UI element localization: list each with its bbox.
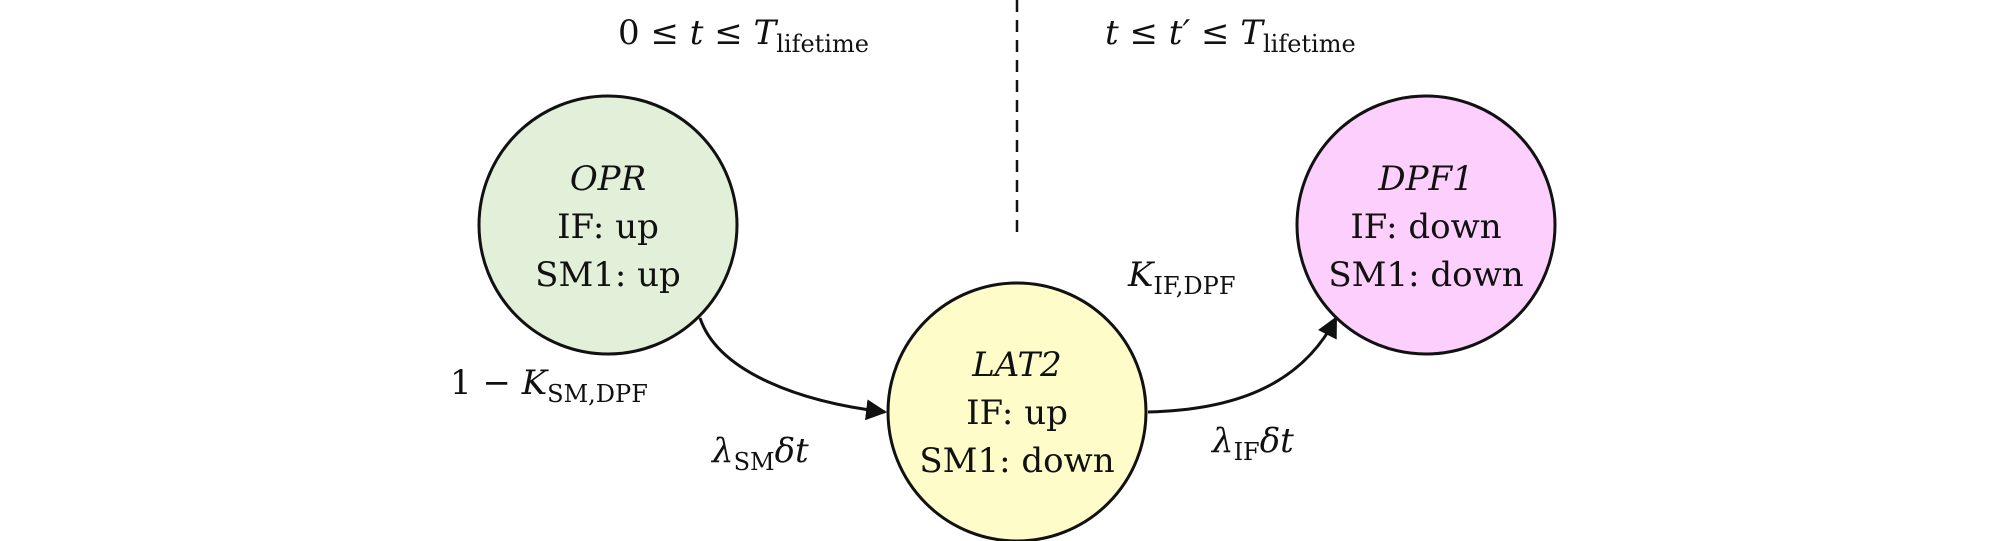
header-right-range: t ≤ t′ ≤ Tlifetime xyxy=(1105,13,1356,58)
state-opr-circle xyxy=(477,94,739,356)
header-left-range: 0 ≤ t ≤ Tlifetime xyxy=(618,13,869,58)
state-dpf1: DPF1 IF: down SM1: down xyxy=(1295,94,1557,356)
transition-arrow-opr-lat2 xyxy=(698,317,888,421)
state-opr: OPR IF: up SM1: up xyxy=(477,94,739,356)
state-lat2-line2: SM1: down xyxy=(919,441,1114,481)
coef-label-lat2-dpf1: KIF,DPF xyxy=(1127,255,1235,300)
state-dpf1-circle xyxy=(1295,94,1557,356)
transition-arrow-lat2-dpf1 xyxy=(1147,316,1338,414)
state-dpf1-name: DPF1 xyxy=(1377,159,1473,199)
rate-label-opr-lat2: λSMδt xyxy=(710,431,809,476)
state-dpf1-line1: IF: down xyxy=(1350,207,1501,247)
state-lat2-circle xyxy=(886,281,1148,541)
state-lat2: LAT2 IF: up SM1: down xyxy=(886,281,1148,541)
state-opr-line2: SM1: up xyxy=(535,255,681,295)
state-dpf1-line2: SM1: down xyxy=(1328,255,1523,295)
state-lat2-line1: IF: up xyxy=(966,393,1068,433)
state-lat2-name: LAT2 xyxy=(971,345,1062,385)
coef-label-opr-lat2: 1 − KSM,DPF xyxy=(450,363,648,408)
state-opr-line1: IF: up xyxy=(557,207,659,247)
state-opr-name: OPR xyxy=(570,159,646,199)
rate-label-lat2-dpf1: λIFδt xyxy=(1210,421,1294,466)
